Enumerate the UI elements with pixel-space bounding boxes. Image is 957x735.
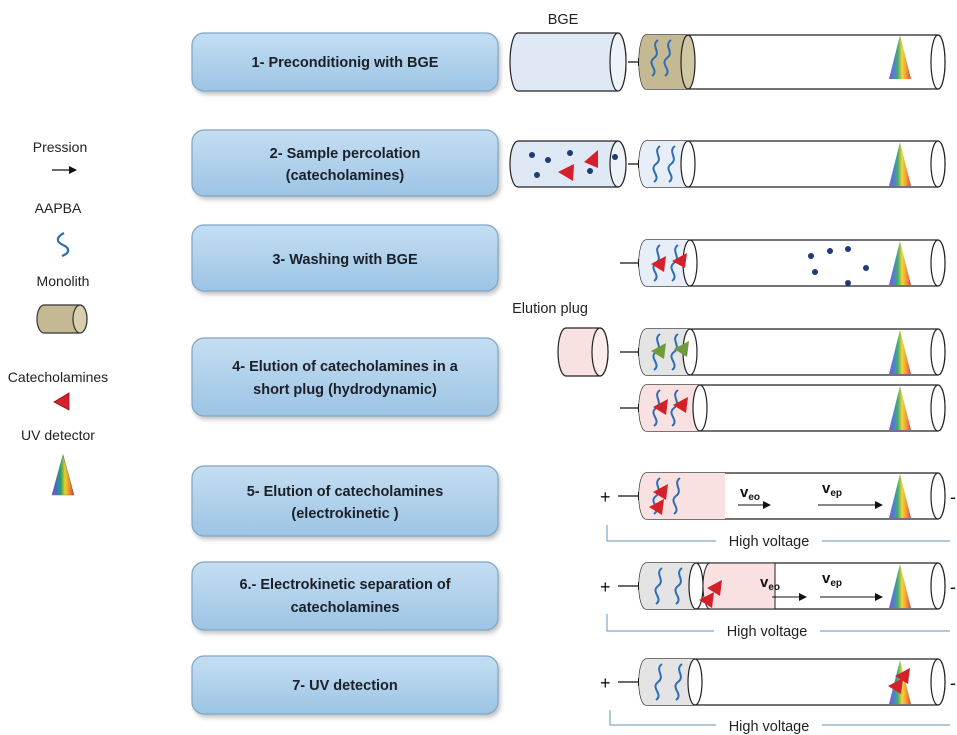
velocity-ep-sub: ep <box>830 488 842 499</box>
step-box-5: 5- Elution of catecholamines (electrokin… <box>191 465 499 537</box>
step-3-line-1: 3- Washing with BGE <box>272 252 418 268</box>
uv-detector-icon <box>889 35 911 79</box>
high-voltage-label: High voltage <box>729 719 810 735</box>
negative-electrode-label: - <box>950 673 956 693</box>
velocity-ep-v: v <box>822 570 831 587</box>
bge-label: BGE <box>548 12 579 28</box>
svg-text:vep: vep <box>822 480 842 499</box>
step-4-line-1: 4- Elution of catecholamines in a <box>232 359 459 375</box>
uv-detector-icon <box>889 142 911 186</box>
catecholamine-icon <box>558 164 574 181</box>
step-5-line-2: (electrokinetic ) <box>291 506 398 522</box>
step-box-2: 2- Sample percolation (catecholamines) <box>191 129 499 197</box>
step-1-line-1: 1- Preconditionig with BGE <box>252 55 439 71</box>
step-2-line-2: (catecholamines) <box>286 168 405 184</box>
svg-text:veo: veo <box>740 484 760 503</box>
legend-monolith-icon <box>36 304 88 334</box>
row-1-schematic: BGE <box>509 12 946 92</box>
row-2-schematic <box>509 140 946 188</box>
step-5-line-1: 5- Elution of catecholamines <box>247 484 444 500</box>
legend-catecholamines-label: Catecholamines <box>8 369 108 385</box>
step-box-6: 6.- Electrokinetic separation of catecho… <box>191 561 499 631</box>
svg-text:veo: veo <box>760 574 780 593</box>
row-6-schematic: + veo vep - High voltage <box>600 562 956 640</box>
elution-plug-label: Elution plug <box>512 301 588 317</box>
uv-detector-icon <box>889 386 911 430</box>
velocity-eo-v: v <box>740 484 749 501</box>
uv-detector-icon <box>889 330 911 374</box>
row-7-schematic: + - High voltage <box>600 658 956 735</box>
velocity-eo-sub: eo <box>768 582 780 593</box>
positive-electrode-label: + <box>600 673 611 693</box>
step-boxes: 1- Preconditionig with BGE 2- Sample per… <box>191 32 499 715</box>
legend-monolith-label: Monolith <box>37 273 90 289</box>
negative-electrode-label: - <box>950 487 956 507</box>
step-7-line-1: 7- UV detection <box>292 678 398 694</box>
legend-aapba-icon <box>56 232 70 258</box>
legend: Pression AAPBA Monolith Catecholamines U… <box>8 139 108 496</box>
row-5-schematic: + veo vep - High voltage <box>600 472 956 550</box>
positive-electrode-label: + <box>600 487 611 507</box>
legend-uv-detector-icon <box>51 453 75 496</box>
step-6-line-2: catecholamines <box>291 600 400 616</box>
velocity-ep-v: v <box>822 480 831 497</box>
velocity-eo-v: v <box>760 574 769 591</box>
row-3-schematic <box>620 239 946 287</box>
velocity-ep-sub: ep <box>830 578 842 589</box>
catecholamine-icon <box>584 150 598 168</box>
uv-detector-icon <box>889 564 911 608</box>
negative-electrode-label: - <box>950 577 956 597</box>
svg-text:vep: vep <box>822 570 842 589</box>
step-box-4: 4- Elution of catecholamines in a short … <box>191 337 499 417</box>
velocity-eo-sub: eo <box>748 492 760 503</box>
uv-detector-icon <box>889 241 911 285</box>
row-4-schematic: Elution plug <box>512 301 946 432</box>
step-box-3: 3- Washing with BGE <box>191 224 499 292</box>
step-2-line-1: 2- Sample percolation <box>270 146 421 162</box>
uv-detector-icon <box>889 474 911 518</box>
high-voltage-label: High voltage <box>727 624 808 640</box>
legend-pression-label: Pression <box>33 139 87 155</box>
step-6-line-1: 6.- Electrokinetic separation of <box>239 577 450 593</box>
step-box-7: 7- UV detection <box>191 655 499 715</box>
legend-aapba-label: AAPBA <box>35 200 82 216</box>
high-voltage-label: High voltage <box>729 534 810 550</box>
legend-uv-detector-label: UV detector <box>21 427 95 443</box>
positive-electrode-label: + <box>600 577 611 597</box>
step-4-line-2: short plug (hydrodynamic) <box>253 382 437 398</box>
legend-catecholamine-icon <box>53 392 70 411</box>
step-box-1: 1- Preconditionig with BGE <box>191 32 499 92</box>
